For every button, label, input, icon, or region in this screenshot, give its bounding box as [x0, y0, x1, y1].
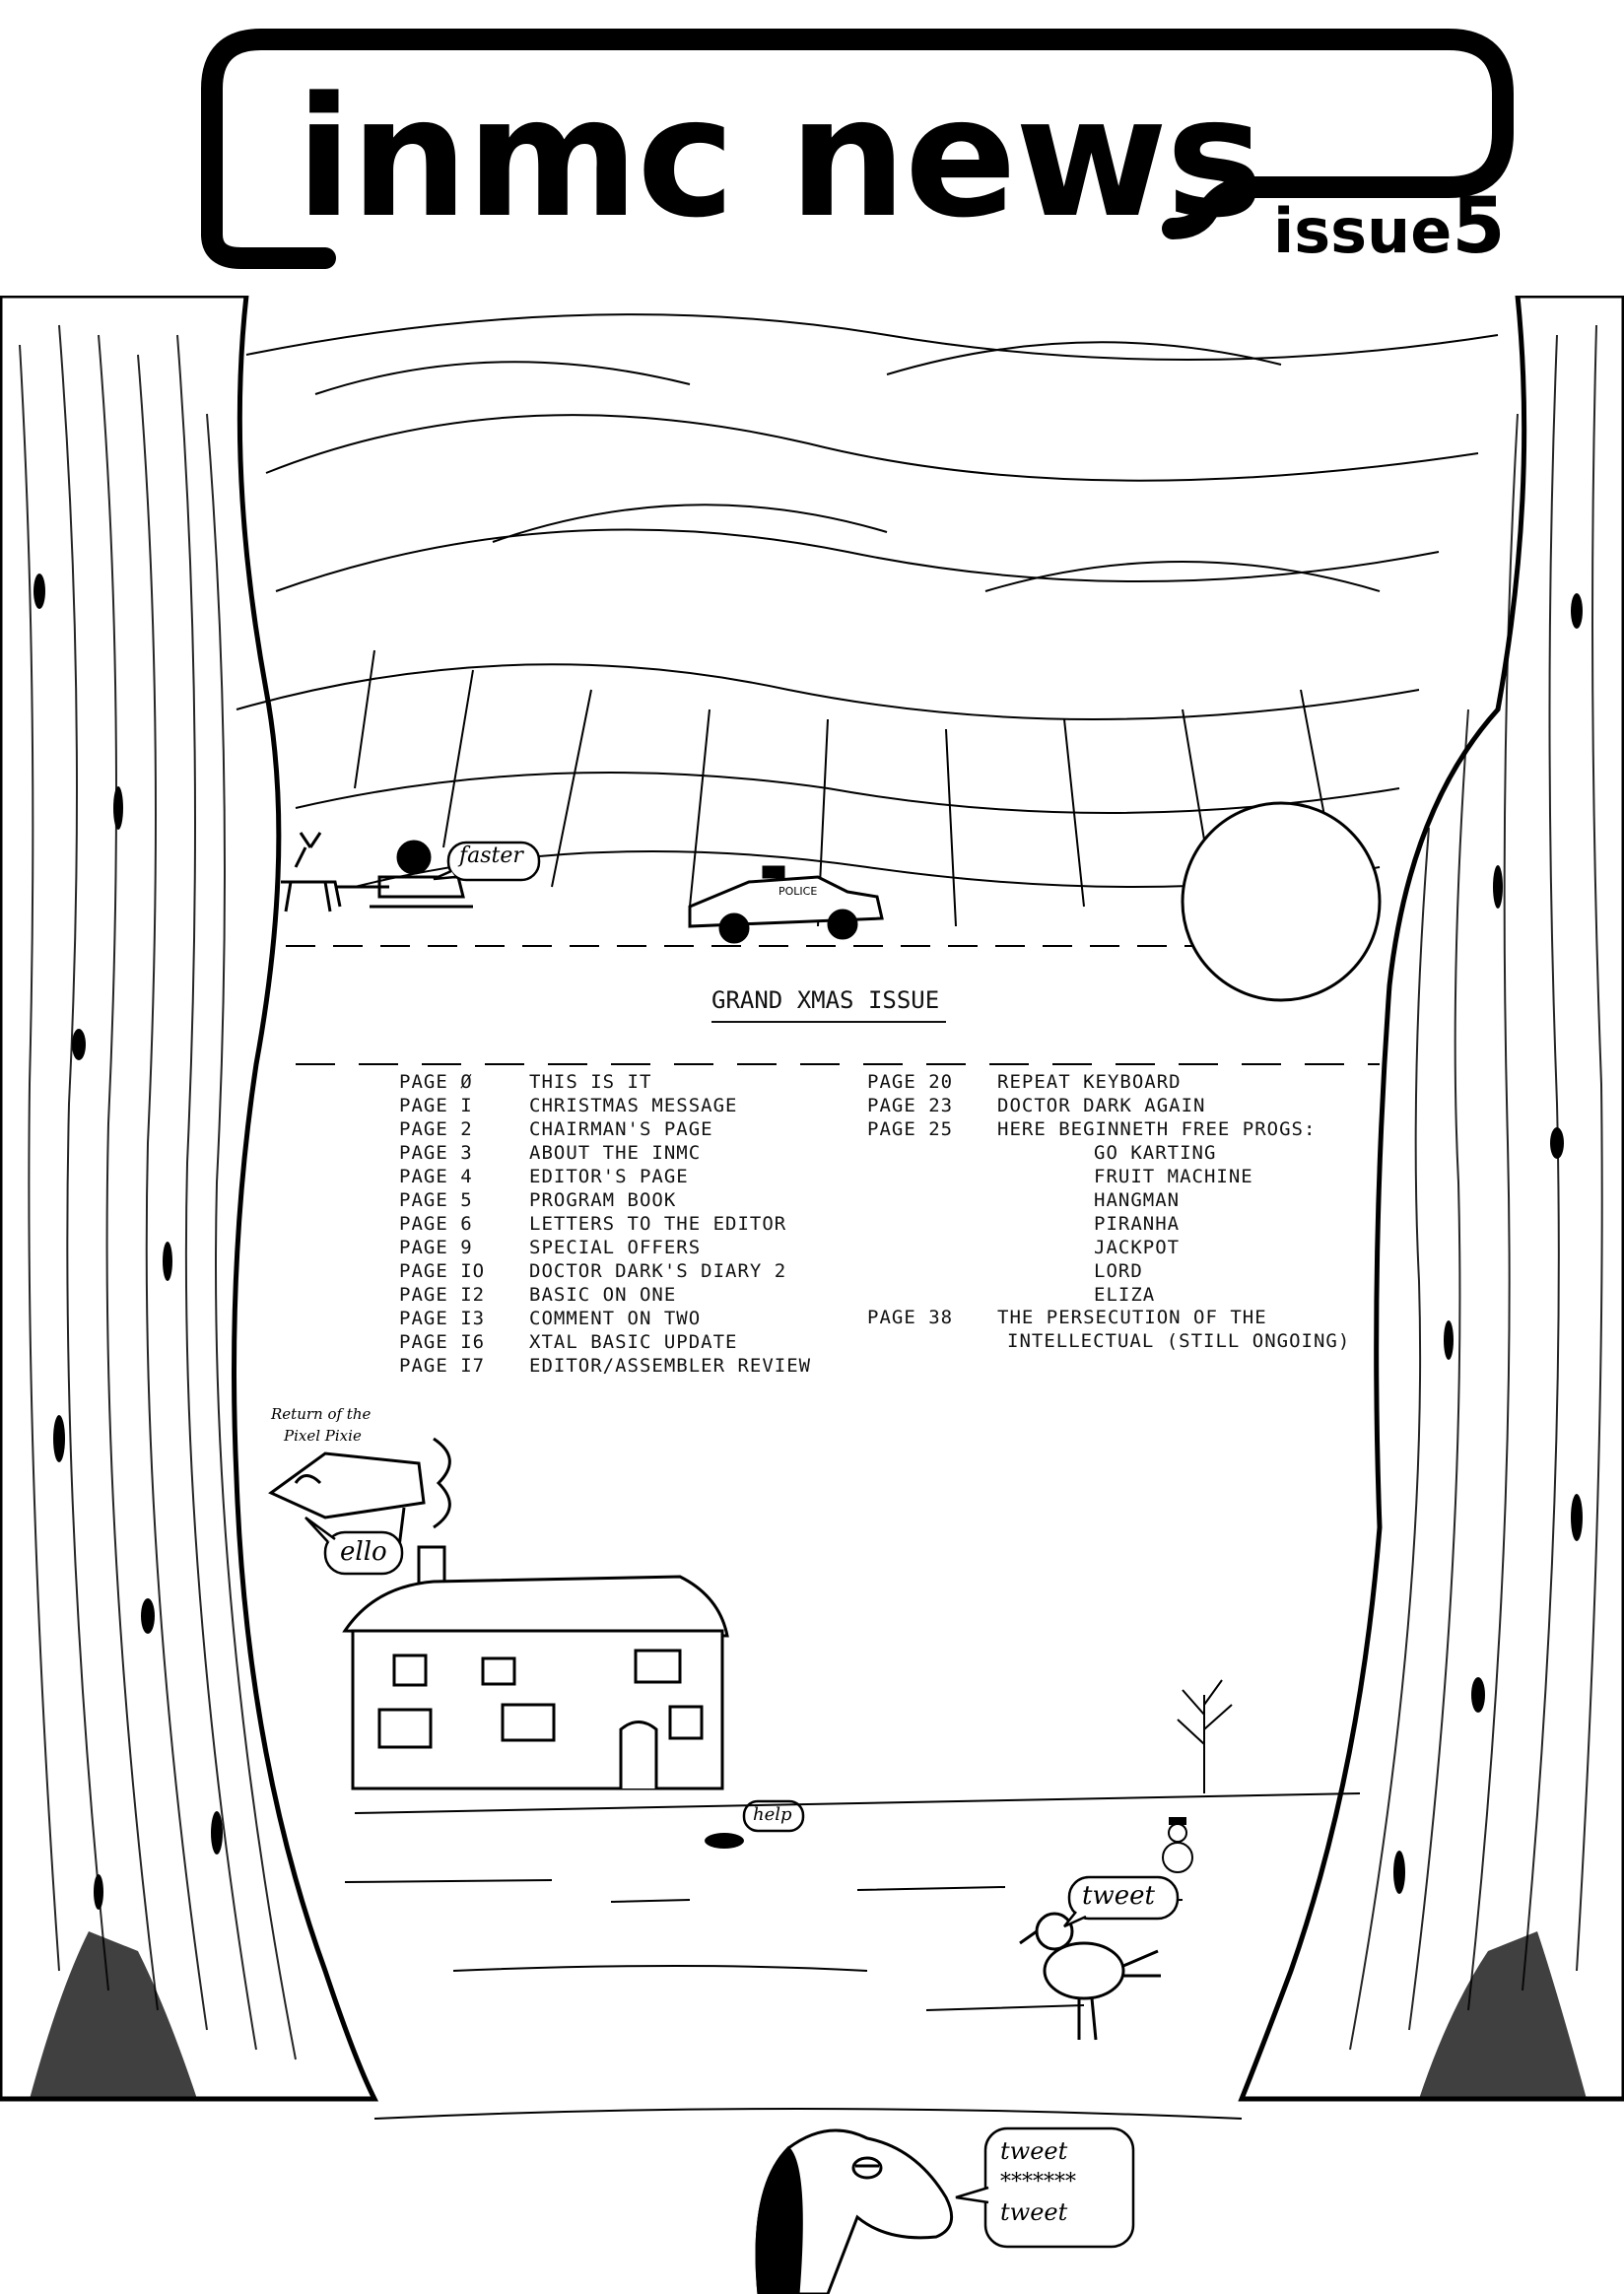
pixie-caption-line1: Return of the: [271, 1405, 372, 1423]
masthead: inmc news issue5: [0, 0, 1624, 296]
creature: [755, 2128, 954, 2294]
toc-page-number: PAGE 5: [399, 1189, 473, 1211]
toc-entry: PAGE 3 ABOUT THE INMC: [399, 1141, 701, 1165]
toc-title: DOCTOR DARK AGAIN: [997, 1095, 1206, 1116]
toc-title: CHAIRMAN'S PAGE: [529, 1118, 713, 1140]
creature-bubble: [955, 2126, 1135, 2249]
contents-heading: GRAND XMAS ISSUE: [711, 986, 940, 1014]
toc-entry: PAGE I3 COMMENT ON TWO: [399, 1307, 701, 1330]
pixie-bubble: [304, 1516, 404, 1576]
toc-page-number: PAGE Ø: [399, 1071, 473, 1093]
toc-title: EDITOR/ASSEMBLER REVIEW: [529, 1355, 812, 1377]
toc-title-continued: INTELLECTUAL (STILL ONGOING): [1007, 1330, 1351, 1352]
toc-page-number: PAGE 2: [399, 1118, 473, 1140]
free-prog-item: HANGMAN: [1094, 1189, 1181, 1211]
hole-bubble-text: help: [753, 1804, 792, 1825]
free-prog-item: ELIZA: [1094, 1284, 1156, 1306]
sleigh-bubble-text: faster: [459, 843, 523, 868]
pixie-bubble-text: ello: [340, 1537, 387, 1567]
toc-page-number: PAGE 6: [399, 1213, 473, 1235]
toc-title: EDITOR'S PAGE: [529, 1166, 689, 1187]
toc-entry: PAGE I6 XTAL BASIC UPDATE: [399, 1330, 737, 1354]
snow-ground: [344, 1792, 1361, 2120]
toc-page-number: PAGE 9: [399, 1237, 473, 1258]
toc-page-number: PAGE 20: [867, 1071, 954, 1093]
free-prog-item: JACKPOT: [1094, 1237, 1181, 1258]
snowman: [1162, 1817, 1193, 1873]
toc-entry: PAGE 20 REPEAT KEYBOARD: [867, 1070, 1182, 1094]
creature-bubble-line2: *******: [1000, 2170, 1076, 2194]
toc-title: THIS IS IT: [529, 1071, 652, 1093]
pixel-pixie: [268, 1437, 451, 1548]
toc-title: LETTERS TO THE EDITOR: [529, 1213, 787, 1235]
toc-page-number: PAGE 4: [399, 1166, 473, 1187]
toc-title: THE PERSECUTION OF THE: [997, 1307, 1267, 1328]
sleigh-bubble: [433, 841, 541, 882]
toc-title: PROGRAM BOOK: [529, 1189, 677, 1211]
issue-label: issue5: [1273, 188, 1506, 267]
xmas-illustration: [0, 296, 1624, 2294]
toc-page-number: PAGE I7: [399, 1355, 486, 1377]
toc-entry: PAGE 9 SPECIAL OFFERS: [399, 1236, 701, 1259]
creature-bubble-line1: tweet: [1000, 2137, 1068, 2165]
toc-entry: PAGE IO DOCTOR DARK'S DIARY 2: [399, 1259, 786, 1283]
toc-entry: PAGE 6 LETTERS TO THE EDITOR: [399, 1212, 786, 1236]
toc-entry: PAGE I CHRISTMAS MESSAGE: [399, 1094, 737, 1117]
cottage: [342, 1545, 729, 1790]
toc-page-number: PAGE IO: [399, 1260, 486, 1282]
free-prog-item: GO KARTING: [1094, 1142, 1217, 1164]
toc-page-number: PAGE I: [399, 1095, 473, 1116]
hole: [705, 1799, 805, 1849]
toc-title: BASIC ON ONE: [529, 1284, 677, 1306]
toc-entry: PAGE 2 CHAIRMAN'S PAGE: [399, 1117, 713, 1141]
bird: [1019, 1912, 1161, 2041]
bird-bubble-text: tweet: [1082, 1881, 1155, 1911]
toc-entry: PAGE 23 DOCTOR DARK AGAIN: [867, 1094, 1205, 1117]
toc-page-number: PAGE 23: [867, 1095, 954, 1116]
toc-title: CHRISTMAS MESSAGE: [529, 1095, 738, 1116]
police-car-text: POLICE: [778, 885, 818, 898]
winter-tree: [1177, 1679, 1233, 1793]
heading-underline: [711, 1021, 946, 1023]
toc-title: ABOUT THE INMC: [529, 1142, 702, 1164]
pixie-caption-line2: Pixel Pixie: [284, 1427, 362, 1445]
toc-title: DOCTOR DARK'S DIARY 2: [529, 1260, 787, 1282]
toc-page-number: PAGE 38: [867, 1307, 954, 1328]
free-prog-item: PIRANHA: [1094, 1213, 1181, 1235]
toc-page-number: PAGE I6: [399, 1331, 486, 1353]
reindeer-sleigh: [281, 832, 473, 912]
masthead-title: inmc news: [296, 61, 1264, 254]
masthead-frame: [201, 29, 1514, 269]
toc-page-number: PAGE 25: [867, 1118, 954, 1140]
left-tree: [0, 296, 379, 2102]
free-prog-item: LORD: [1094, 1260, 1143, 1282]
issue-number: 5: [1452, 182, 1506, 271]
toc-page-number: PAGE I2: [399, 1284, 486, 1306]
toc-title: COMMENT ON TWO: [529, 1308, 702, 1329]
creature-bubble-line3: tweet: [1000, 2198, 1068, 2226]
toc-page-number: PAGE 3: [399, 1142, 473, 1164]
toc-entry: PAGE 25 HERE BEGINNETH FREE PROGS:: [867, 1117, 1316, 1141]
free-prog-item: FRUIT MACHINE: [1094, 1166, 1253, 1187]
toc-entry: PAGE I7 EDITOR/ASSEMBLER REVIEW: [399, 1354, 811, 1378]
toc-entry: PAGE Ø THIS IS IT: [399, 1070, 651, 1094]
police-car: [688, 865, 884, 944]
toc-entry: PAGE 5 PROGRAM BOOK: [399, 1188, 676, 1212]
toc-entry: PAGE I2 BASIC ON ONE: [399, 1283, 676, 1307]
toc-title: SPECIAL OFFERS: [529, 1237, 702, 1258]
moon: [1181, 801, 1382, 1002]
toc-title: XTAL BASIC UPDATE: [529, 1331, 738, 1353]
bird-bubble: [1063, 1875, 1180, 1928]
right-tree: [1238, 296, 1624, 2102]
toc-entry: PAGE 4 EDITOR'S PAGE: [399, 1165, 689, 1188]
canopy-branches: [236, 313, 1499, 1065]
toc-page-number: PAGE I3: [399, 1308, 486, 1329]
issue-word: issue: [1273, 195, 1453, 267]
toc-entry: PAGE 38 THE PERSECUTION OF THE: [867, 1306, 1267, 1329]
toc-title: HERE BEGINNETH FREE PROGS:: [997, 1118, 1317, 1140]
toc-title: REPEAT KEYBOARD: [997, 1071, 1182, 1093]
